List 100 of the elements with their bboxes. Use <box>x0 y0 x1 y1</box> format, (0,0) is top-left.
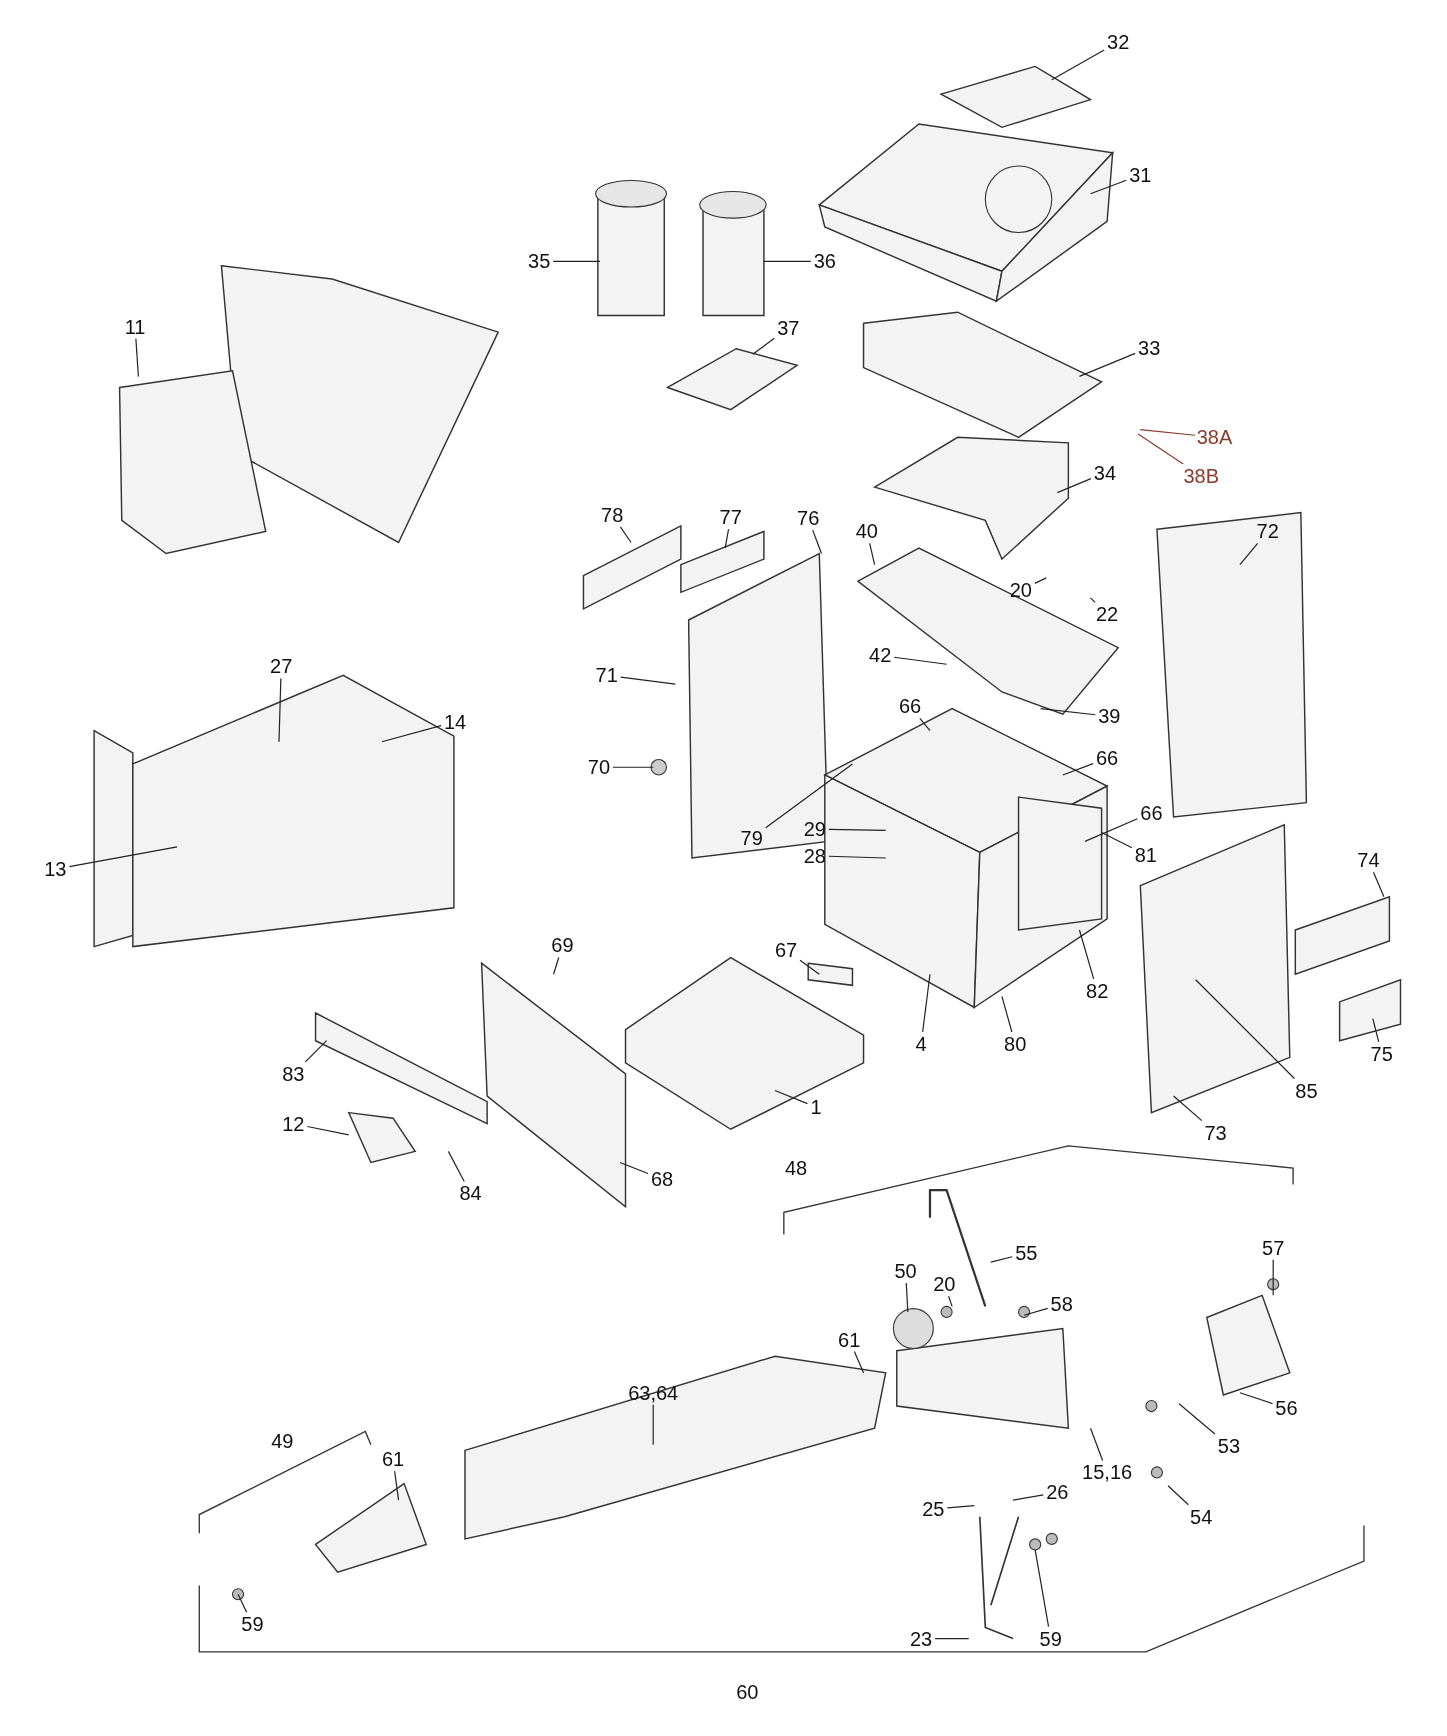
callout-number: 14 <box>443 709 467 734</box>
leader-line <box>1239 1392 1274 1405</box>
callout-number: 79 <box>740 826 763 851</box>
callout-number: 76 <box>797 506 820 531</box>
callout-number: 11 <box>124 314 146 339</box>
leader-line <box>1084 818 1138 842</box>
leader-line <box>799 959 820 975</box>
leader-line <box>1167 1485 1189 1506</box>
callout-number: 66 <box>1096 746 1119 771</box>
callout-number: 53 <box>1217 1433 1240 1458</box>
leader-line <box>1012 1494 1044 1501</box>
callout-number: 20 <box>933 1272 956 1297</box>
leader-line <box>1178 1403 1216 1435</box>
leader-line <box>237 1593 248 1613</box>
leader-line <box>934 1637 970 1640</box>
callout-number: 25 <box>922 1497 945 1521</box>
callout-number: 75 <box>1370 1041 1393 1066</box>
leader-line <box>1034 1549 1050 1628</box>
callout-number: 71 <box>595 663 618 688</box>
callout-number: 33 <box>1138 335 1161 360</box>
leader-line <box>394 1470 400 1501</box>
leader-line <box>1040 707 1096 716</box>
leader-line <box>1272 1259 1274 1296</box>
callout-number: 59 <box>1039 1626 1062 1651</box>
leader-line <box>919 717 931 732</box>
leader-line <box>278 677 282 743</box>
leader-line <box>869 542 876 566</box>
leader-line <box>135 338 139 378</box>
leader-line <box>752 337 775 355</box>
callout-number: 58 <box>1050 1292 1073 1317</box>
leader-line <box>552 260 601 262</box>
leader-line <box>1078 929 1095 980</box>
leader-line <box>1078 352 1136 378</box>
callout-number: 39 <box>1098 704 1121 729</box>
callout-number: 32 <box>1107 30 1130 55</box>
leader-line <box>552 956 560 975</box>
leader-line <box>828 855 887 859</box>
leader-line <box>922 973 931 1033</box>
leader-line <box>381 725 442 743</box>
callout-number: 72 <box>1256 519 1279 544</box>
callout-number: 27 <box>270 654 293 679</box>
callout-number: 22 <box>1096 602 1119 627</box>
leader-line <box>947 1295 953 1307</box>
callout-number: 80 <box>1004 1032 1027 1056</box>
callout-number: 69 <box>551 933 574 958</box>
leader-line <box>990 1256 1013 1263</box>
leader-line <box>1172 1095 1203 1122</box>
callout-number: 38A <box>1196 425 1233 450</box>
leader-line <box>724 528 730 549</box>
callout-number: 61 <box>838 1327 861 1352</box>
callout-number: 67 <box>774 937 798 962</box>
assembly-number: 49 <box>271 1429 294 1454</box>
leader-line <box>612 766 654 768</box>
callout-number: 31 <box>1129 162 1152 187</box>
leader-line <box>68 846 178 868</box>
leader-line <box>1137 433 1184 465</box>
leader-line <box>905 1282 909 1313</box>
callout-number: 50 <box>894 1258 917 1283</box>
leader-line <box>1372 1017 1380 1043</box>
leader-line <box>828 828 887 831</box>
leader-line <box>304 1040 328 1063</box>
leader-line <box>1372 871 1385 898</box>
callout-number: 4 <box>915 1032 927 1056</box>
callout-number: 37 <box>777 315 800 340</box>
callout-number: 1 <box>810 1095 822 1120</box>
leader-line <box>893 656 948 665</box>
leader-line <box>620 676 676 685</box>
callout-number: 85 <box>1295 1078 1318 1103</box>
leader-line <box>447 1150 465 1183</box>
leader-line <box>1062 763 1094 776</box>
leader-line <box>765 763 854 829</box>
leader-line <box>1089 179 1127 195</box>
assembly-number: 60 <box>736 1679 759 1704</box>
callout-number: 78 <box>601 502 624 527</box>
callout-number: 34 <box>1093 460 1116 485</box>
leader-line <box>1056 478 1092 494</box>
callout-number: 20 <box>1009 578 1032 603</box>
leader-line <box>619 526 632 544</box>
callout-number: 15,16 <box>1082 1460 1133 1485</box>
leader-line <box>1239 542 1259 566</box>
leader-line <box>1051 49 1105 81</box>
callout-number: 38B <box>1183 464 1219 489</box>
leader-line <box>1139 428 1196 436</box>
callout-number: 68 <box>650 1167 674 1192</box>
callout-number: 55 <box>1015 1241 1038 1266</box>
callout-number: 35 <box>528 249 551 274</box>
callout-number: 82 <box>1086 978 1109 1003</box>
callout-number: 83 <box>282 1061 305 1086</box>
callout-number: 84 <box>459 1181 482 1206</box>
leader-line <box>946 1505 975 1509</box>
callout-number: 56 <box>1275 1396 1298 1421</box>
leader-line <box>853 1351 865 1374</box>
leader-line <box>812 529 823 555</box>
leader-line <box>1023 1307 1049 1316</box>
callout-number: 36 <box>813 249 836 274</box>
callout-number: 42 <box>869 643 892 668</box>
callout-number: 74 <box>1357 848 1380 873</box>
callout-number: 81 <box>1134 842 1157 867</box>
callout-number: 70 <box>587 755 611 780</box>
leader-line <box>652 1404 654 1446</box>
